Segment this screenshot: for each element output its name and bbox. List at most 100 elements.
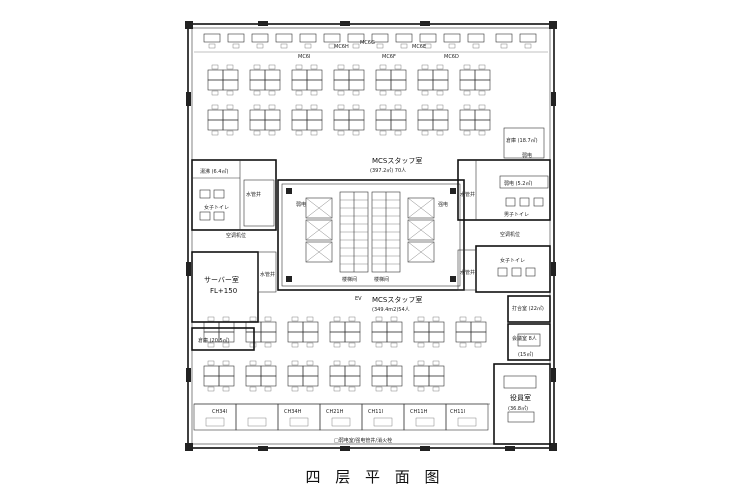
chair (337, 104, 345, 110)
chair (375, 342, 383, 348)
chair (306, 342, 314, 348)
desk (291, 119, 308, 131)
mcs-south-title: MCSスタッフ室 (372, 295, 422, 304)
office-desk (289, 417, 309, 427)
south-room-code: CH21H (326, 409, 344, 415)
desk (329, 375, 346, 387)
west-service-block: 湯沸 (6.4㎡) 女子トイレ 水管井 空调机位 (191, 159, 277, 239)
chair (352, 64, 360, 70)
chair (348, 342, 356, 348)
chair (306, 360, 314, 366)
desk (417, 79, 434, 91)
desk (207, 109, 224, 121)
desk (455, 331, 472, 343)
desk (291, 109, 308, 121)
desk (222, 69, 239, 81)
chair (232, 43, 240, 49)
chair (390, 360, 398, 366)
chair (291, 386, 299, 392)
perimeter-desk (467, 33, 485, 43)
mcs-south-area: (349.4m2)54人 (372, 307, 410, 313)
desk (291, 69, 308, 81)
desk (302, 321, 319, 333)
chair (310, 64, 318, 70)
south-room-code: CH11I (368, 409, 383, 415)
chair (348, 386, 356, 392)
chair (226, 90, 234, 96)
chair (333, 342, 341, 348)
chair (379, 64, 387, 70)
office-desk (205, 417, 225, 427)
desk (470, 331, 487, 343)
chair (268, 104, 276, 110)
ac-room-w-label: 空调机位 (226, 232, 246, 239)
desk (245, 375, 262, 387)
chair (306, 386, 314, 392)
chair (390, 386, 398, 392)
chair (375, 386, 383, 392)
chair (268, 130, 276, 136)
chair (268, 64, 276, 70)
chair (333, 360, 341, 366)
desk (459, 119, 476, 131)
desk (417, 119, 434, 131)
desk (344, 375, 361, 387)
chair (436, 64, 444, 70)
chair (436, 104, 444, 110)
chair (436, 130, 444, 136)
water-pipe-se-label: 水管井 (460, 269, 475, 276)
executive-room-area: (36.8㎡) (508, 405, 528, 412)
desk (264, 119, 281, 131)
perimeter-desk (323, 33, 341, 43)
chair (328, 43, 336, 49)
chair (500, 43, 508, 49)
chair (432, 316, 440, 322)
chair (249, 386, 257, 392)
south-room-code: CH11H (410, 409, 428, 415)
chair (463, 130, 471, 136)
chair (417, 360, 425, 366)
perimeter-desk (395, 33, 413, 43)
desk (375, 69, 392, 81)
desk (348, 119, 365, 131)
mens-toilet-label: 男子トイレ (504, 211, 529, 218)
chair (421, 104, 429, 110)
perimeter-desk (495, 33, 513, 43)
desk (386, 375, 403, 387)
desk (222, 79, 239, 91)
desk (428, 365, 445, 377)
chair (291, 316, 299, 322)
desk (218, 365, 235, 377)
desk (371, 365, 388, 377)
desk (218, 375, 235, 387)
meeting-room-2-area: (15㎡) (518, 351, 533, 358)
desk (218, 321, 235, 333)
outer-walls (187, 23, 555, 449)
desk (428, 331, 445, 343)
womens-toilet-se-label: 女子トイレ (500, 257, 525, 264)
south-room-code: CH34I (212, 409, 227, 415)
chair (222, 386, 230, 392)
north-room-code: MC6F (382, 54, 396, 60)
desk (218, 331, 235, 343)
chair (474, 316, 482, 322)
office-desk (415, 417, 435, 427)
tea-room-label: 湯沸 (6.4㎡) (200, 168, 228, 175)
chair (306, 316, 314, 322)
chair (291, 360, 299, 366)
desk (264, 69, 281, 81)
desk (413, 375, 430, 387)
desk (344, 321, 361, 333)
chair (295, 90, 303, 96)
perimeter-desk (203, 33, 221, 43)
structural-columns (185, 21, 557, 451)
chair (207, 360, 215, 366)
chair (253, 64, 261, 70)
chair (379, 104, 387, 110)
desk (371, 321, 388, 333)
desk (474, 79, 491, 91)
meeting-rooms-east: 打合室 (22㎡) 会議室 8人 (15㎡) (507, 295, 551, 361)
chair (394, 64, 402, 70)
